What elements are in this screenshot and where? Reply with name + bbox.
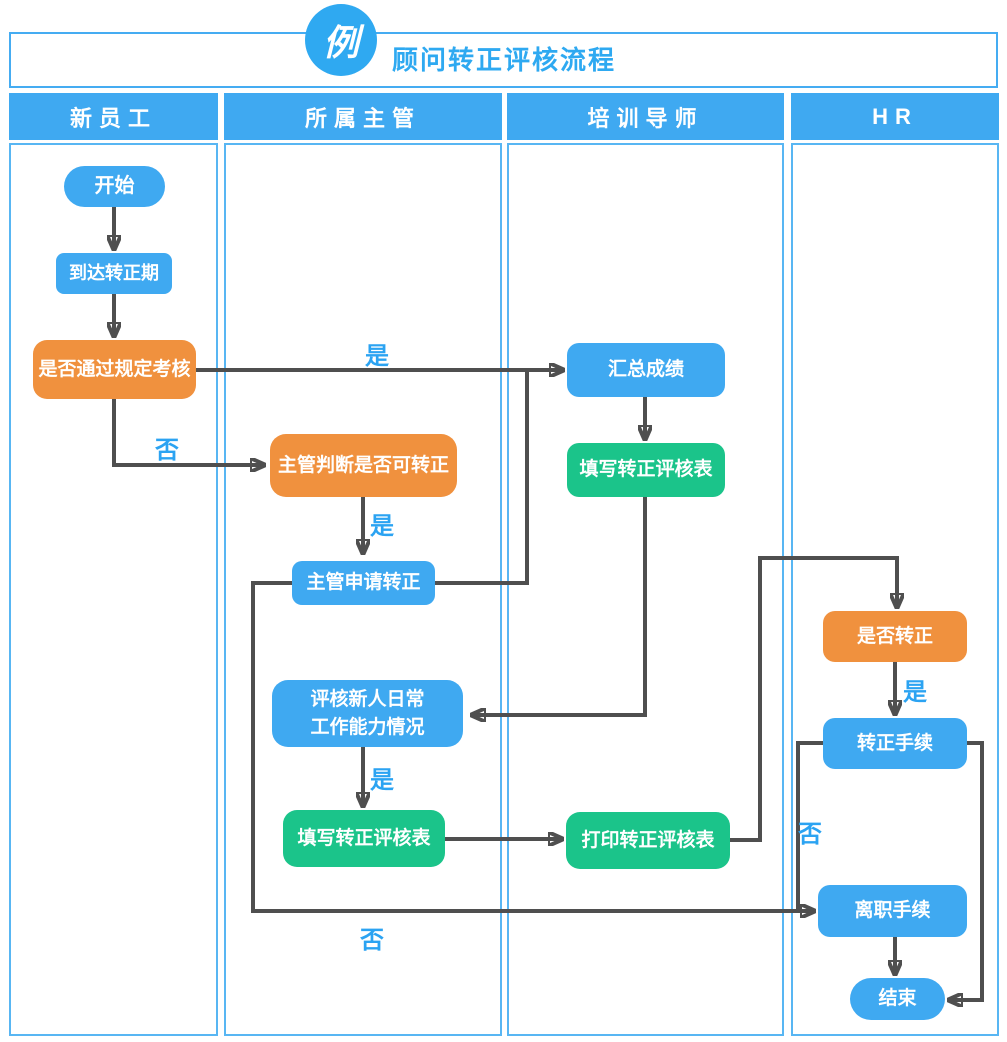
node-label: 主管判断是否可转正 xyxy=(277,454,449,476)
lane-new-employee: 新员工 xyxy=(9,93,218,1036)
example-badge: 例 xyxy=(305,4,377,76)
node-label: 结束 xyxy=(878,988,917,1010)
node-label: 填写转正评核表 xyxy=(579,459,713,481)
flow-node-print-form: 打印转正评核表 xyxy=(566,812,730,869)
edge-label-pass-yes: 是 xyxy=(365,343,389,370)
node-label-line1: 评核新人日常 xyxy=(310,688,425,710)
edge-label-pass-no: 否 xyxy=(155,437,179,464)
node-label: 开始 xyxy=(94,175,135,197)
flow-node-reach-period: 到达转正期 xyxy=(56,253,172,294)
node-label: 转正手续 xyxy=(856,732,933,754)
edge-label-eval-yes: 是 xyxy=(370,767,394,794)
flow-node-summarize-scores: 汇总成绩 xyxy=(567,343,725,397)
node-label: 打印转正评核表 xyxy=(581,829,715,851)
edge-label-isreg-yes: 是 xyxy=(903,679,927,706)
lane-header-training-mentor: 培训导师 xyxy=(507,93,784,140)
node-label: 是否通过规定考核 xyxy=(38,358,191,380)
flow-node-evaluate-daily: 评核新人日常 工作能力情况 xyxy=(272,680,463,747)
edge-label-apply-no: 否 xyxy=(360,927,384,954)
lane-header-hr: HR xyxy=(791,93,999,140)
node-label: 离职手续 xyxy=(854,900,931,922)
title-bar xyxy=(9,32,998,88)
flow-node-pass-assessment: 是否通过规定考核 xyxy=(33,340,196,399)
page-title: 顾问转正评核流程 xyxy=(392,45,617,75)
flow-node-end: 结束 xyxy=(850,978,945,1020)
node-label: 主管申请转正 xyxy=(306,572,421,594)
flow-node-supervisor-apply: 主管申请转正 xyxy=(292,561,435,605)
node-label: 汇总成绩 xyxy=(607,359,684,381)
lane-header-new-employee: 新员工 xyxy=(9,93,218,140)
flow-node-fill-form-mentor: 填写转正评核表 xyxy=(567,443,725,497)
lane-training-mentor: 培训导师 xyxy=(507,93,784,1036)
lane-body-training-mentor xyxy=(507,143,784,1036)
node-label-line2: 工作能力情况 xyxy=(310,716,425,738)
flow-node-is-regularized: 是否转正 xyxy=(823,611,967,662)
flow-node-regularize-procedure: 转正手续 xyxy=(823,718,967,769)
node-label: 填写转正评核表 xyxy=(297,827,431,849)
flow-node-start: 开始 xyxy=(64,166,165,207)
edge-label-isreg-no: 否 xyxy=(798,821,822,848)
flow-node-supervisor-judge: 主管判断是否可转正 xyxy=(270,434,457,497)
edge-label-judge-yes: 是 xyxy=(370,513,394,540)
flow-node-resign-procedure: 离职手续 xyxy=(818,885,967,937)
node-label: 到达转正期 xyxy=(69,263,159,284)
flow-node-fill-form-supervisor: 填写转正评核表 xyxy=(283,810,445,867)
lane-header-supervisor: 所属主管 xyxy=(224,93,502,140)
node-label: 是否转正 xyxy=(856,625,933,647)
